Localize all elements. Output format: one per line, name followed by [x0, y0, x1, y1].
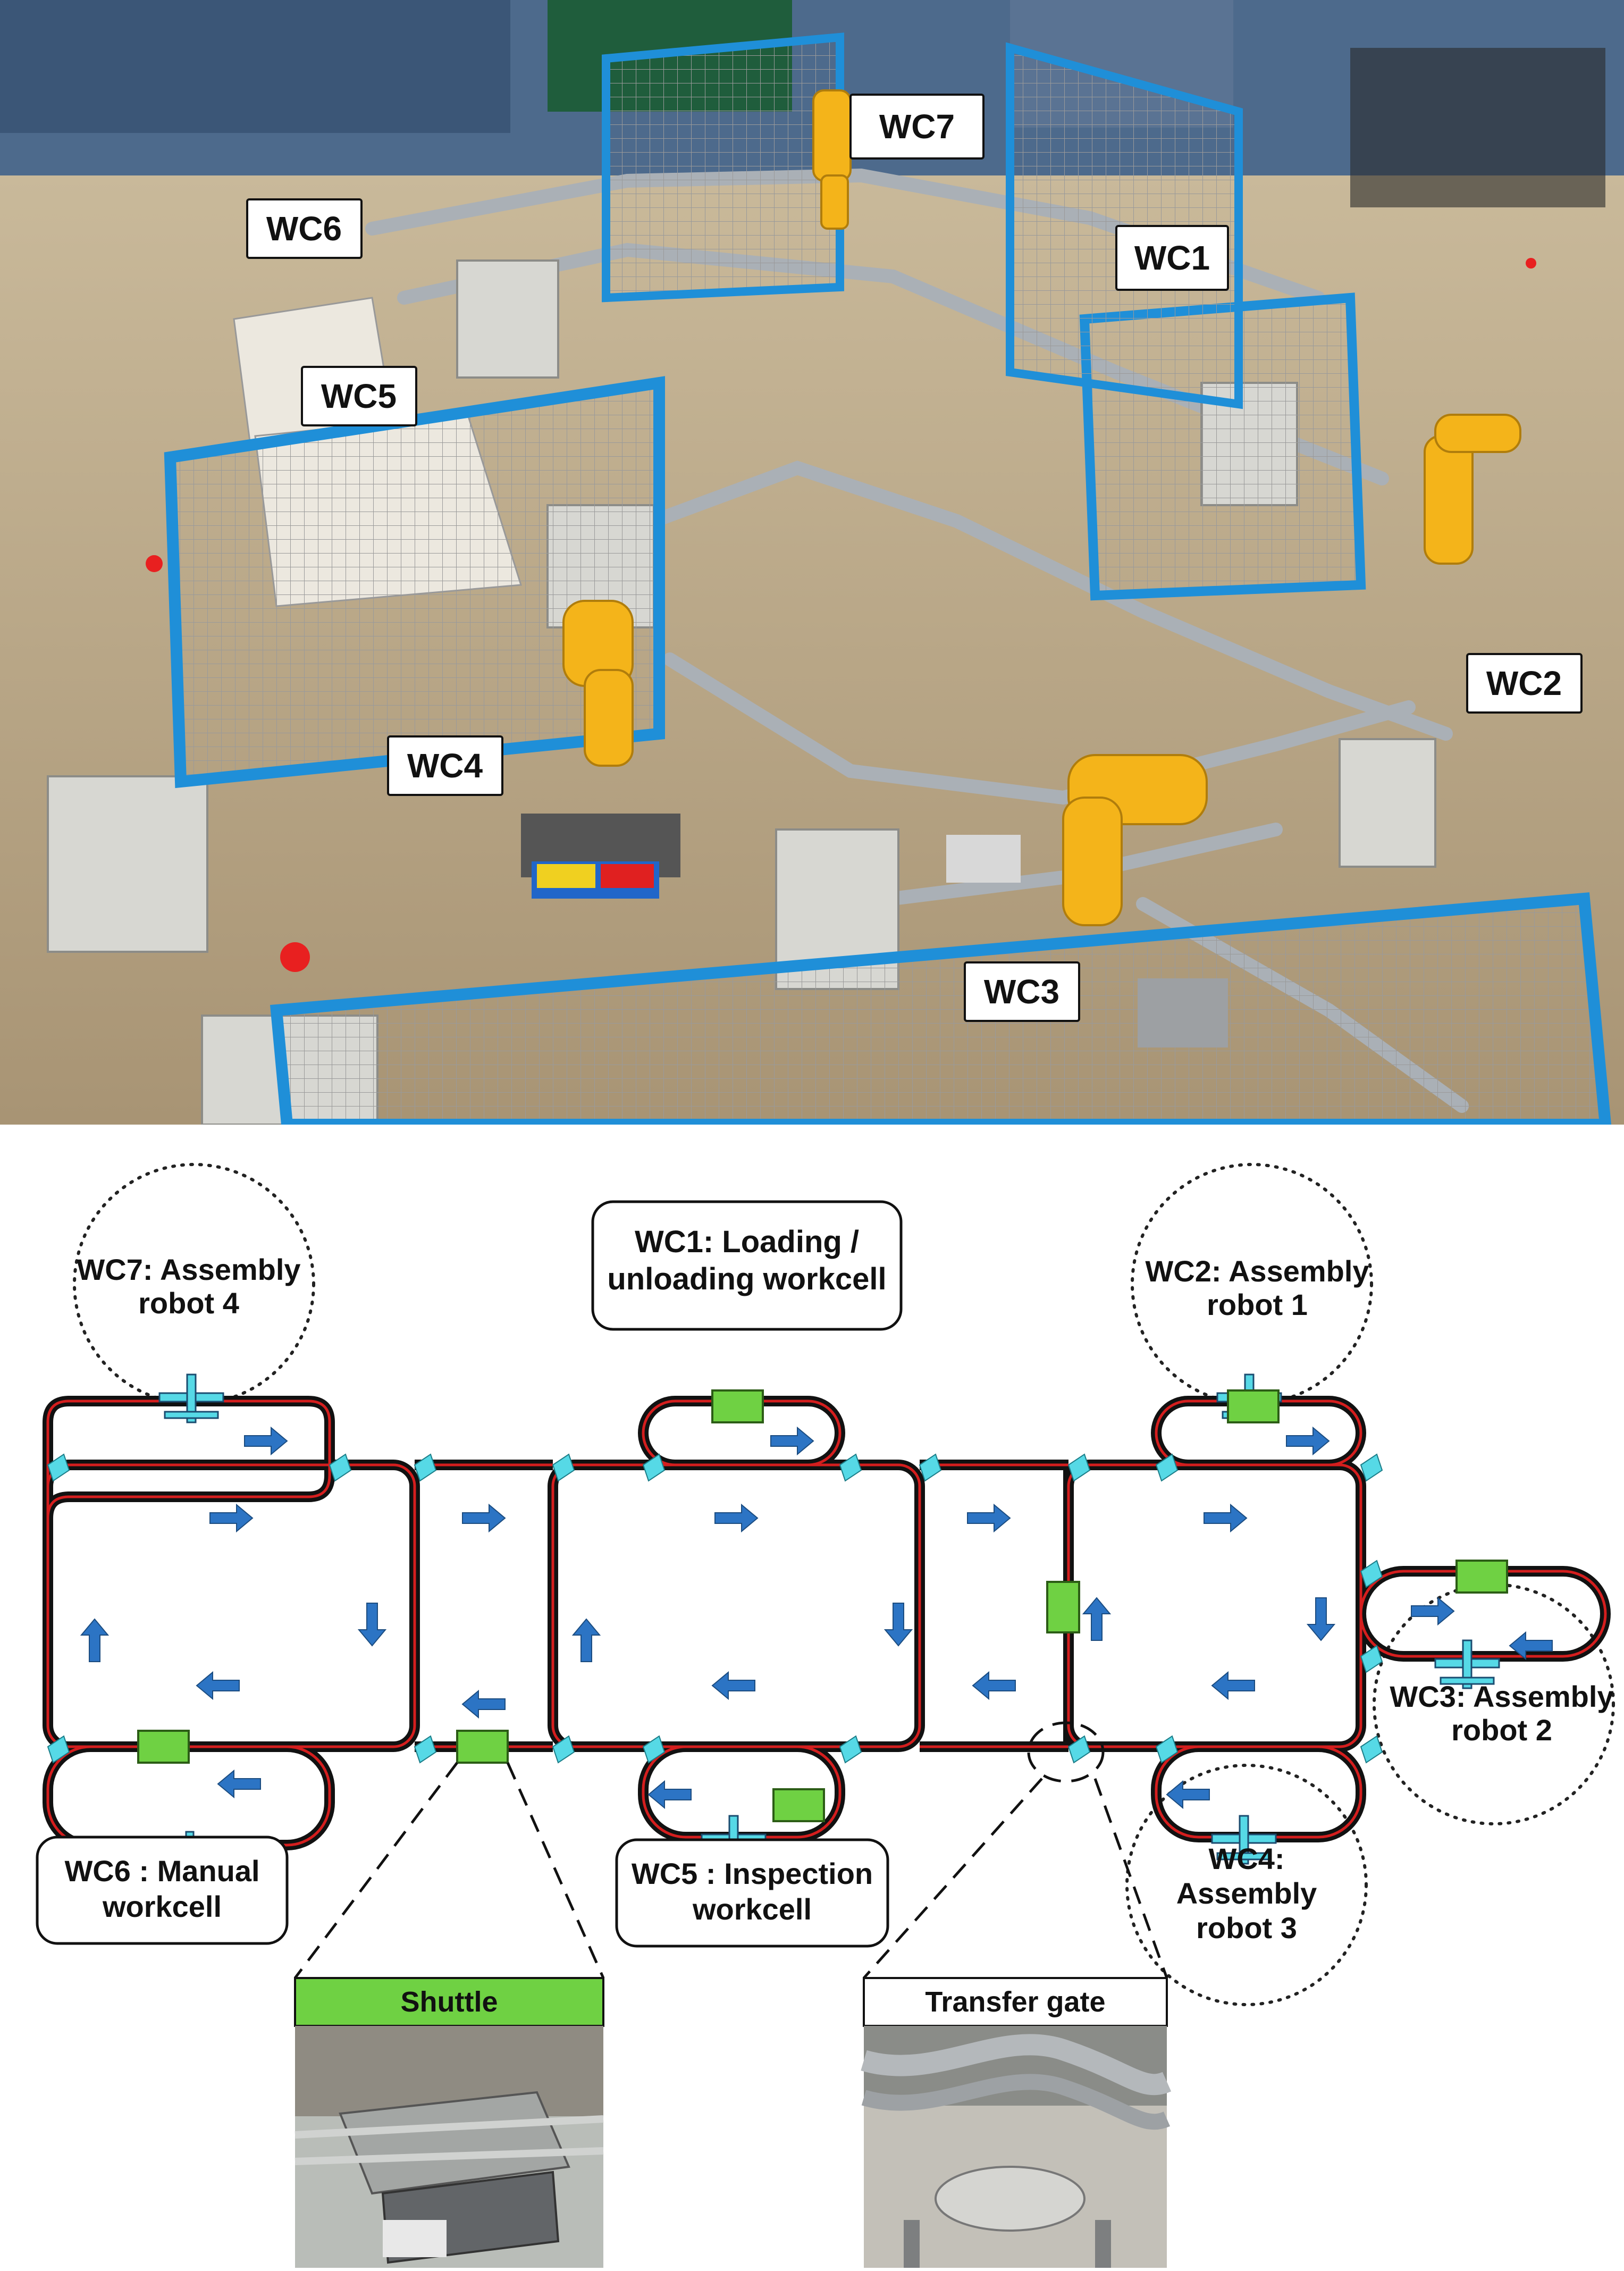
- arrow-right: [244, 1426, 288, 1456]
- photo-label-wc2: WC2: [1466, 653, 1583, 714]
- photo-label-wc1: WC1: [1115, 225, 1229, 291]
- photo-label-wc7-text: WC7: [879, 107, 955, 146]
- wc1-label-line1: WC1: Loading /: [635, 1225, 859, 1259]
- arrow-left: [647, 1780, 692, 1809]
- arrow-right: [1204, 1503, 1248, 1533]
- photo-label-wc1-text: WC1: [1134, 239, 1210, 277]
- arrow-up: [571, 1618, 601, 1662]
- wc6-label-box: WC6 : Manual workcell: [36, 1836, 289, 1945]
- wc6-label-line1: WC6 : Manual: [64, 1854, 259, 1888]
- callout-lines: [294, 1721, 1168, 1979]
- arrow-right: [967, 1503, 1011, 1533]
- wc4-label: WC4: Assembly robot 3: [1176, 1842, 1317, 1945]
- arrow-left: [1509, 1631, 1553, 1661]
- photo-label-wc2-text: WC2: [1486, 664, 1562, 702]
- wc1-label-box: WC1: Loading / unloading workcell: [591, 1200, 903, 1331]
- wc3-station-symbol: [1434, 1639, 1500, 1689]
- shuttle-vertical: [1046, 1581, 1080, 1633]
- arrow-left: [972, 1671, 1016, 1700]
- transfer-gate-callout-panel: Transfer gate: [861, 1977, 1172, 2268]
- arrow-down: [357, 1603, 387, 1647]
- wc7-label-line1: WC7: Assembly: [77, 1253, 300, 1286]
- shuttle-wc2: [1227, 1389, 1280, 1423]
- photo-parts-trays: [521, 814, 1228, 1047]
- arrow-up: [80, 1618, 110, 1662]
- arrow-left: [1211, 1671, 1255, 1700]
- shuttle-callout-panel: Shuttle: [294, 1977, 604, 2268]
- photo-label-wc7: WC7: [849, 94, 985, 160]
- arrow-left: [1166, 1780, 1210, 1809]
- wc2-label-line2: robot 1: [1207, 1288, 1308, 1321]
- direction-arrows: [80, 1426, 1553, 1809]
- wc7-label: WC7: Assembly robot 4: [77, 1253, 300, 1320]
- wc5-label-line1: WC5 : Inspection: [632, 1857, 873, 1890]
- arrow-left: [217, 1769, 261, 1799]
- wc1-label-line2: unloading workcell: [607, 1262, 886, 1296]
- photo-label-wc6-text: WC6: [266, 209, 342, 248]
- wc4-zone: [1125, 1764, 1368, 2006]
- wc2-label: WC2: Assembly robot 1: [1145, 1254, 1369, 1321]
- wc7-label-line2: robot 4: [138, 1286, 239, 1320]
- factory-photo: WC7 WC6 WC1 WC5 WC2 WC4 WC3: [0, 0, 1624, 1130]
- shuttle-callout: [456, 1730, 509, 1764]
- wc6-label-line2: workcell: [102, 1890, 222, 1923]
- photo-label-wc4-text: WC4: [407, 747, 483, 785]
- arrow-down: [883, 1603, 913, 1647]
- wc3-label-line1: WC3: Assembly: [1390, 1680, 1613, 1713]
- arrow-right: [1286, 1426, 1330, 1456]
- arrow-right: [714, 1503, 759, 1533]
- photo-label-wc5: WC5: [301, 366, 417, 426]
- photo-label-wc4: WC4: [387, 735, 503, 796]
- shuttles: [137, 1389, 1508, 1822]
- arrow-right: [1411, 1596, 1455, 1626]
- photo-label-wc5-text: WC5: [321, 377, 397, 415]
- wc2-label-line1: WC2: Assembly: [1145, 1254, 1369, 1288]
- photo-label-wc3: WC3: [964, 961, 1080, 1022]
- shuttle-wc3: [1455, 1560, 1508, 1594]
- layout-diagram: WC1: Loading / unloading workcell WC7: A…: [0, 1125, 1624, 2268]
- arrow-left: [196, 1671, 240, 1700]
- wc2-zone: [1131, 1163, 1373, 1405]
- wc4-label-line3: robot 3: [1196, 1911, 1297, 1945]
- wc4-station-symbol: [1211, 1815, 1277, 1865]
- wc7-zone: [73, 1163, 315, 1405]
- arrow-right: [209, 1503, 254, 1533]
- wc5-label-line2: workcell: [692, 1892, 812, 1926]
- arrow-down: [1306, 1597, 1336, 1641]
- wc4-label-line1: WC4:: [1208, 1842, 1284, 1875]
- wc3-label: WC3: Assembly robot 2: [1390, 1680, 1613, 1747]
- shuttle-wc1: [711, 1389, 764, 1423]
- arrow-left: [711, 1671, 755, 1700]
- arrow-left: [461, 1689, 506, 1719]
- arrow-up: [1082, 1597, 1112, 1641]
- shuttle-left: [137, 1730, 190, 1764]
- photo-robots: [562, 89, 1521, 926]
- transfer-gates: [47, 1453, 1383, 1764]
- arrow-right: [770, 1426, 814, 1456]
- wc3-label-line2: robot 2: [1451, 1713, 1552, 1747]
- wc4-label-line2: Assembly: [1176, 1876, 1317, 1910]
- wc7-station-symbol: [158, 1373, 224, 1423]
- photo-safety-fence: [164, 32, 1612, 1130]
- arrow-right: [462, 1503, 506, 1533]
- shuttle-callout-title: Shuttle: [401, 1986, 498, 2018]
- photo-label-wc6: WC6: [246, 198, 363, 259]
- shuttle-wc5: [772, 1788, 825, 1822]
- photo-label-wc3-text: WC3: [984, 973, 1059, 1011]
- wc5-label-box: WC5 : Inspection workcell: [615, 1838, 889, 1948]
- transfer-gate-callout-title: Transfer gate: [925, 1986, 1105, 2018]
